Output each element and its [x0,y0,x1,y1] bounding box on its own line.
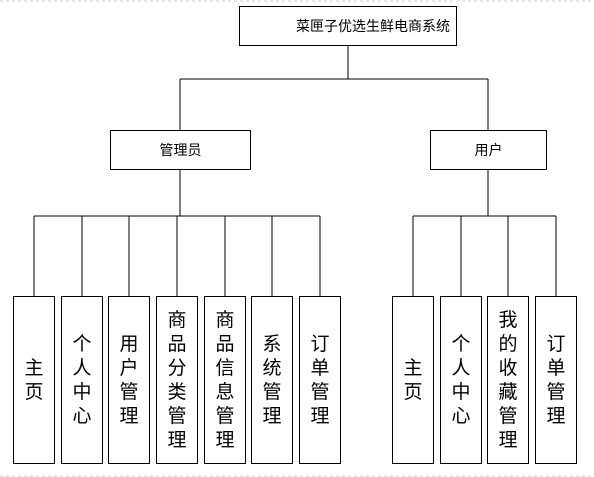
user-leaf-homepage-label: 主页 [403,357,423,403]
admin-leaf-product-info-management: 商品信息管理 [204,296,246,464]
user-leaf-favorites-management-label: 我的收藏管理 [498,309,518,451]
branch-node-admin-label: 管理员 [159,143,202,159]
admin-leaf-user-management: 用户管理 [108,296,150,464]
root-node: 菜匣子优选生鲜电商系统 [239,6,457,46]
admin-leaf-category-management-label: 商品分类管理 [167,309,187,451]
admin-leaf-product-info-management-label: 商品信息管理 [215,309,235,451]
admin-leaf-system-management-label: 系统管理 [262,333,282,427]
root-node-label: 菜匣子优选生鲜电商系统 [296,19,450,35]
user-leaf-personal-center: 个人中心 [440,296,482,464]
admin-leaf-order-management-label: 订单管理 [310,333,330,427]
admin-leaf-personal-center-label: 个人中心 [72,333,92,427]
user-leaf-personal-center-label: 个人中心 [451,333,471,427]
branch-node-user-label: 用户 [474,143,503,159]
admin-leaf-homepage: 主页 [13,296,55,464]
user-leaf-order-management: 订单管理 [535,296,577,464]
user-leaf-homepage: 主页 [392,296,434,464]
admin-leaf-personal-center: 个人中心 [61,296,103,464]
user-leaf-order-management-label: 订单管理 [546,333,566,427]
branch-node-admin: 管理员 [110,130,251,170]
admin-leaf-user-management-label: 用户管理 [119,333,139,427]
admin-leaf-order-management: 订单管理 [299,296,341,464]
branch-node-user: 用户 [430,130,547,170]
admin-leaf-category-management: 商品分类管理 [156,296,198,464]
user-leaf-favorites-management: 我的收藏管理 [487,296,529,464]
admin-leaf-homepage-label: 主页 [24,357,44,403]
admin-leaf-system-management: 系统管理 [251,296,293,464]
